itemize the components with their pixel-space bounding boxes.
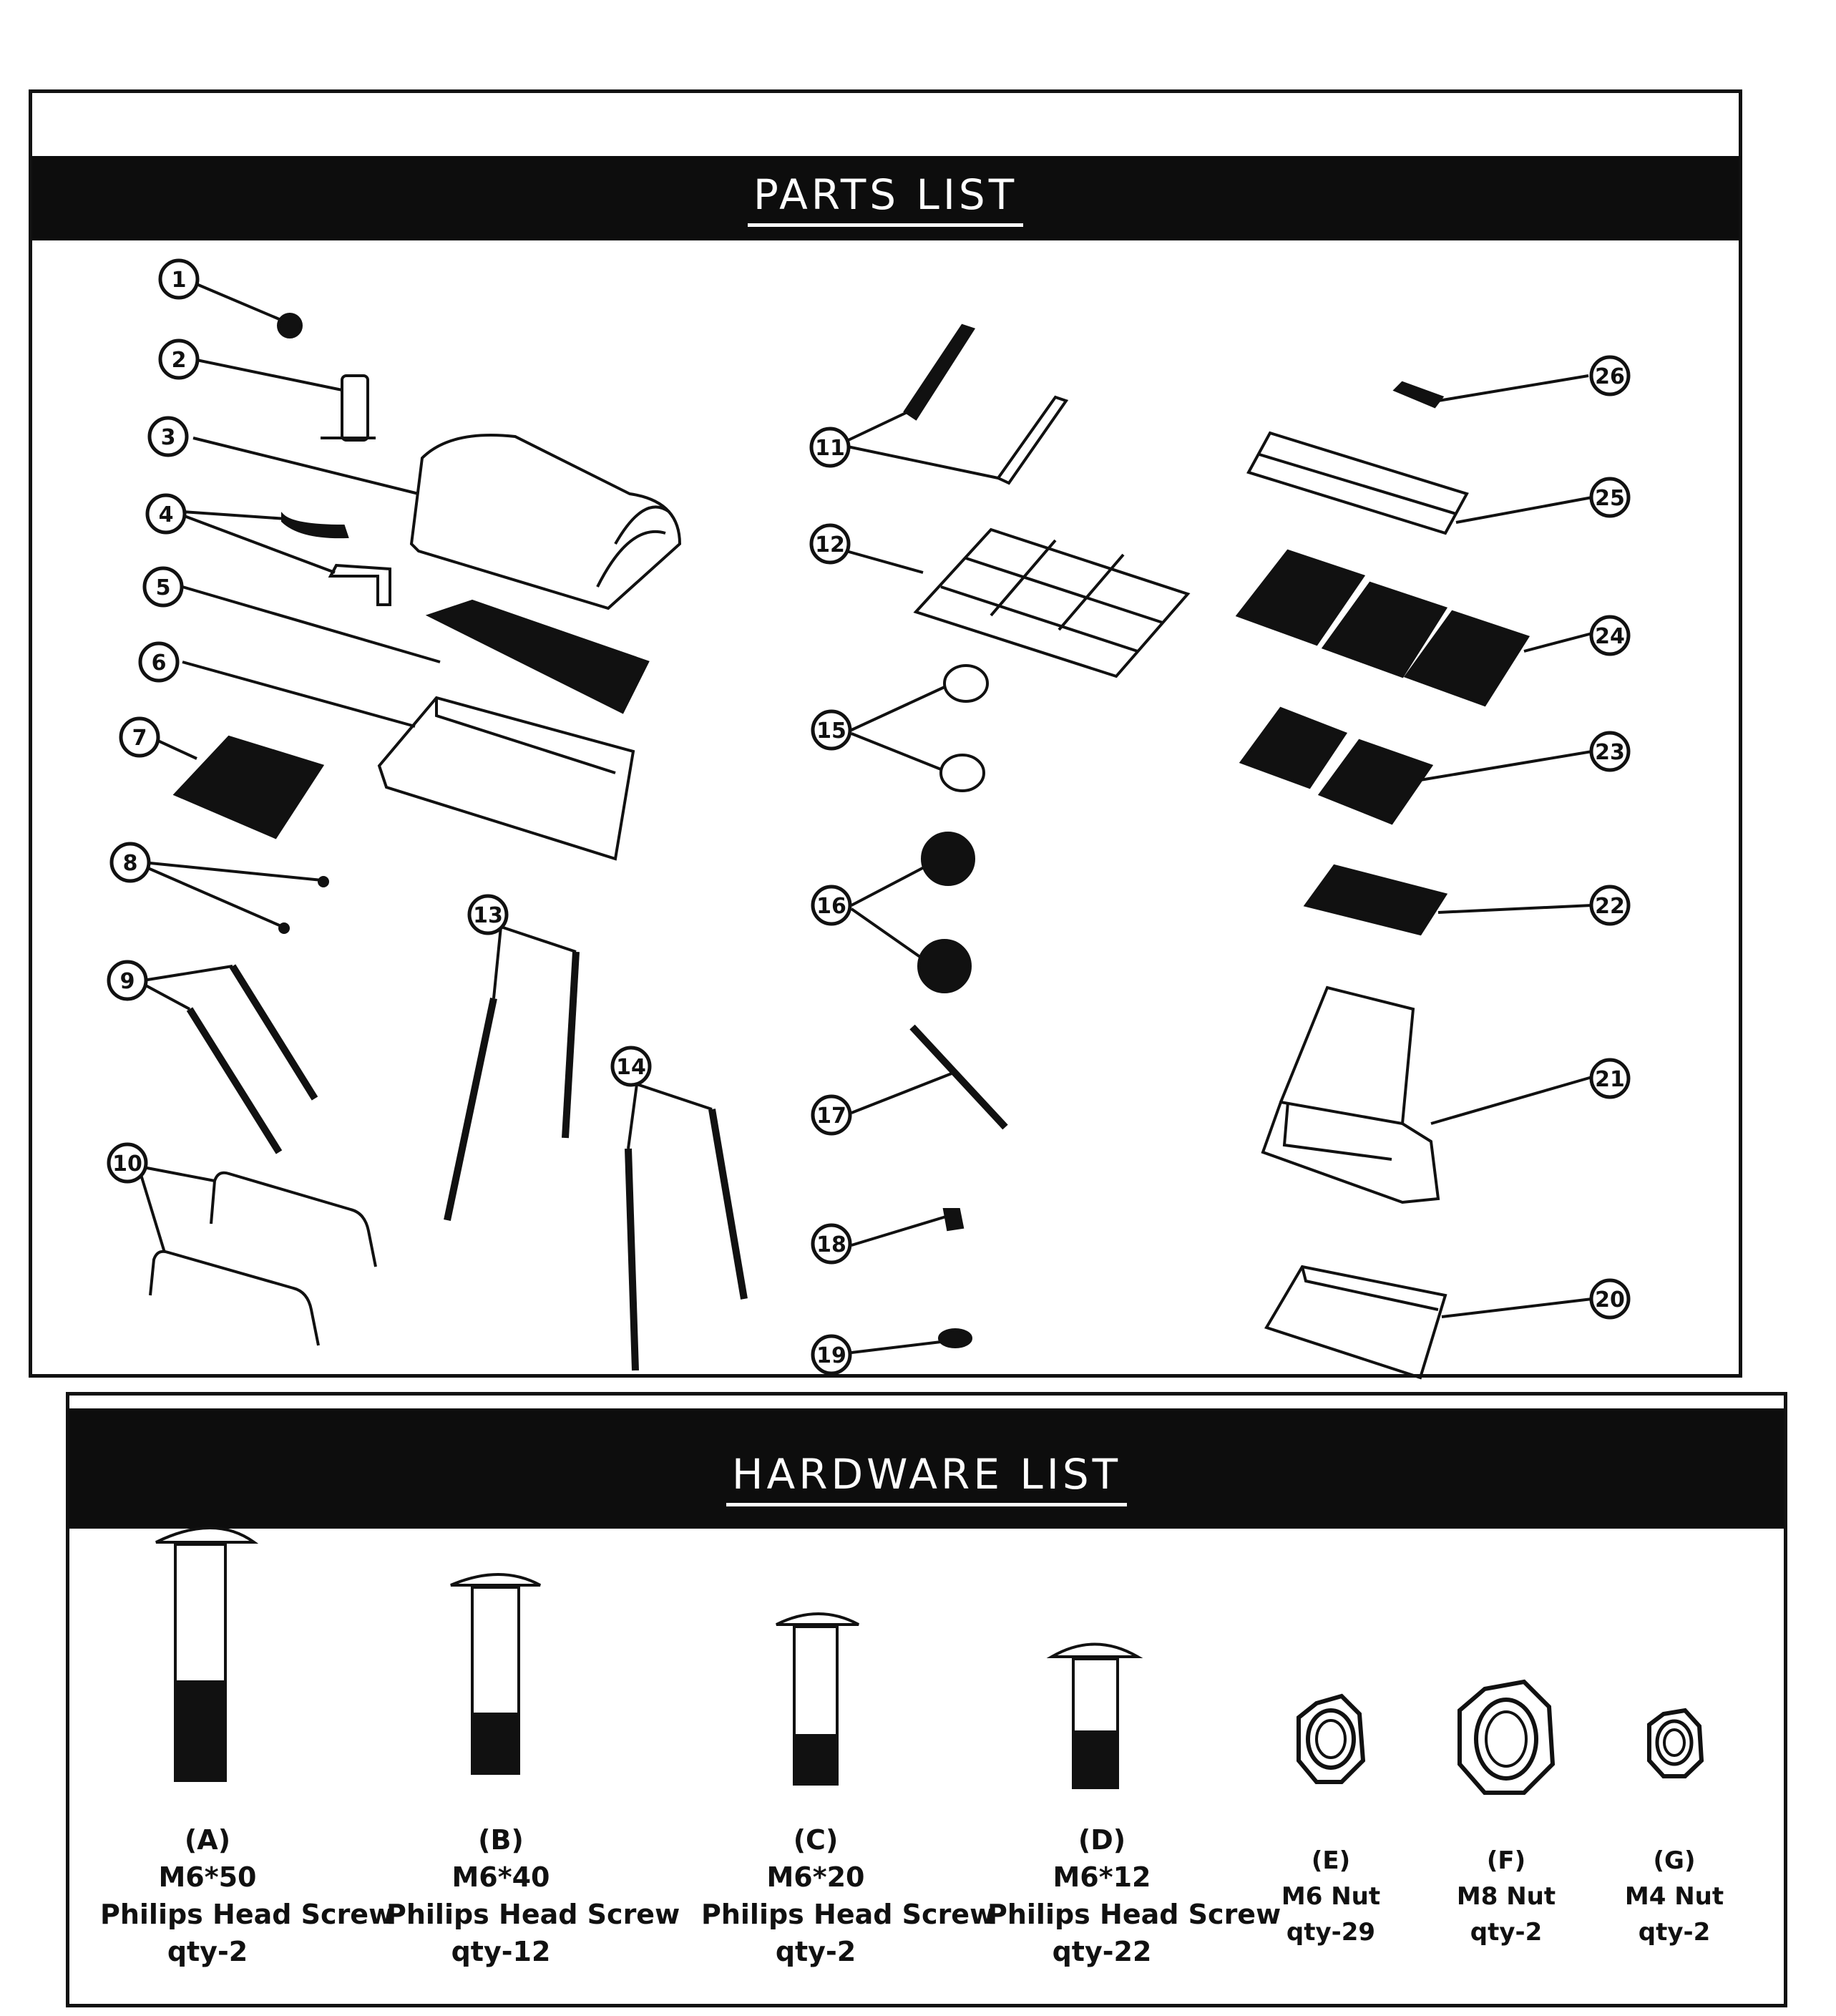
hardware-item-e: (E) M6 Nut qty-29	[1266, 1843, 1395, 1950]
part-12-grate-drawing	[833, 527, 1191, 678]
hardware-g-nut-drawing	[1647, 1708, 1704, 1778]
callout-3: 3	[161, 425, 176, 450]
callout-6: 6	[152, 651, 167, 676]
callout-26: 26	[1595, 364, 1625, 389]
hardware-qty: qty-2	[775, 1936, 856, 1967]
callout-10: 10	[112, 1151, 142, 1177]
hardware-d-screw-drawing	[1046, 1642, 1143, 1789]
part-25-warming-rack-drawing	[1246, 431, 1593, 535]
hardware-f-nut-drawing	[1457, 1679, 1556, 1795]
part-21-side-firebox-drawing	[1261, 985, 1593, 1204]
callout-23: 23	[1595, 740, 1625, 765]
callouts: 1 2 3 4 5 6 7 8 9 10 11 12 13 14 15 16 1…	[107, 258, 1631, 1375]
callout-19: 19	[816, 1343, 846, 1368]
hardware-id: (F)	[1486, 1846, 1526, 1875]
callout-11: 11	[815, 436, 845, 461]
callout-16: 16	[816, 894, 846, 919]
part-10-bars-drawing	[138, 1165, 377, 1346]
hardware-item-g: (G) M4 Nut qty-2	[1610, 1843, 1739, 1950]
hardware-id: (G)	[1653, 1846, 1696, 1875]
hardware-list-title: HARDWARE LIST	[69, 1450, 1784, 1506]
part-6-firebox-drawing	[182, 661, 635, 861]
hardware-qty: qty-22	[1052, 1936, 1152, 1967]
part-19-tip-drawing	[851, 1328, 972, 1354]
callout-20: 20	[1595, 1287, 1625, 1313]
callout-25: 25	[1595, 486, 1625, 511]
callout-5: 5	[156, 575, 171, 600]
part-26-drawing	[1392, 374, 1589, 409]
hardware-name: Philips Head Screw	[100, 1899, 394, 1930]
callout-8: 8	[123, 851, 138, 876]
hardware-id: (E)	[1311, 1846, 1351, 1875]
part-23-grates-drawing	[1239, 706, 1593, 825]
hardware-id: (A)	[184, 1824, 231, 1856]
part-14-legs-drawing	[625, 1083, 748, 1371]
part-4-handles-drawing	[182, 510, 391, 606]
part-16-wheels-drawing	[850, 832, 975, 993]
part-2-thermometer-drawing	[192, 358, 376, 442]
part-3-lid-drawing	[192, 434, 682, 610]
hardware-item-b: (B) M6*40 Philips Head Screw qty-12	[386, 1821, 680, 1970]
part-13-legs-drawing	[444, 925, 580, 1222]
hardware-id: (D)	[1078, 1824, 1126, 1856]
callout-1: 1	[172, 268, 187, 293]
hardware-qty: qty-2	[167, 1936, 248, 1967]
hardware-item-a: (A) M6*50 Philips Head Screw qty-2	[100, 1821, 394, 1970]
hardware-name: Philips Head Screw	[386, 1899, 680, 1930]
hardware-e-nut-drawing	[1297, 1693, 1366, 1784]
callout-22: 22	[1595, 894, 1625, 919]
callout-12: 12	[815, 532, 845, 557]
hardware-list-banner: HARDWARE LIST	[69, 1408, 1784, 1529]
callout-14: 14	[616, 1055, 646, 1080]
hardware-qty: qty-29	[1286, 1918, 1376, 1947]
part-24-grates-drawing	[1235, 549, 1593, 707]
hardware-qty: qty-2	[1638, 1918, 1711, 1947]
hardware-item-f: (F) M8 Nut qty-2	[1442, 1843, 1571, 1950]
hardware-size: M6 Nut	[1281, 1882, 1381, 1911]
hardware-size: M6*12	[1053, 1861, 1151, 1893]
hardware-size: M8 Nut	[1456, 1882, 1556, 1911]
part-1-knob-drawing	[192, 281, 303, 339]
hardware-qty: qty-12	[451, 1936, 551, 1967]
hardware-c-screw-drawing	[776, 1612, 859, 1786]
hardware-size: M6*40	[451, 1861, 550, 1893]
hardware-item-d: (D) M6*12 Philips Head Screw qty-22	[987, 1821, 1281, 1970]
callout-2: 2	[172, 348, 187, 373]
callout-4: 4	[159, 502, 174, 527]
callout-24: 24	[1595, 624, 1625, 649]
hardware-item-c: (C) M6*20 Philips Head Screw qty-2	[701, 1821, 995, 1970]
hardware-name: Philips Head Screw	[987, 1899, 1281, 1930]
hardware-id: (B)	[478, 1824, 524, 1856]
part-15-washers-drawing	[851, 664, 989, 792]
part-20-ash-pan-drawing	[1264, 1265, 1593, 1380]
part-18-clip-drawing	[851, 1208, 965, 1247]
part-17-axle-drawing	[851, 1024, 1008, 1130]
part-8-bolts-drawing	[142, 861, 329, 934]
hardware-name: Philips Head Screw	[701, 1899, 995, 1930]
part-11-brackets-drawing	[840, 323, 1069, 485]
callout-13: 13	[473, 903, 503, 928]
hardware-a-screw-drawing	[155, 1526, 259, 1782]
callout-18: 18	[816, 1232, 846, 1257]
hardware-size: M6*20	[766, 1861, 865, 1893]
hardware-qty: qty-2	[1470, 1918, 1543, 1947]
callout-21: 21	[1595, 1067, 1625, 1092]
hardware-b-screw-drawing	[450, 1573, 541, 1775]
parts-list-panel: PARTS LIST	[29, 89, 1742, 1378]
callout-9: 9	[120, 969, 135, 994]
part-22-grate-drawing	[1303, 864, 1593, 936]
hardware-size: M4 Nut	[1624, 1882, 1724, 1911]
part-7-shelf-drawing	[150, 735, 325, 839]
callout-7: 7	[132, 726, 147, 751]
callout-15: 15	[816, 719, 846, 744]
parts-list-title: PARTS LIST	[32, 170, 1739, 227]
callout-17: 17	[816, 1104, 846, 1129]
hardware-size: M6*50	[158, 1861, 257, 1893]
part-5-grate-drawing	[182, 585, 650, 714]
part-9-legs-drawing	[142, 964, 318, 1154]
hardware-id: (C)	[793, 1824, 839, 1856]
parts-list-banner: PARTS LIST	[32, 156, 1739, 240]
